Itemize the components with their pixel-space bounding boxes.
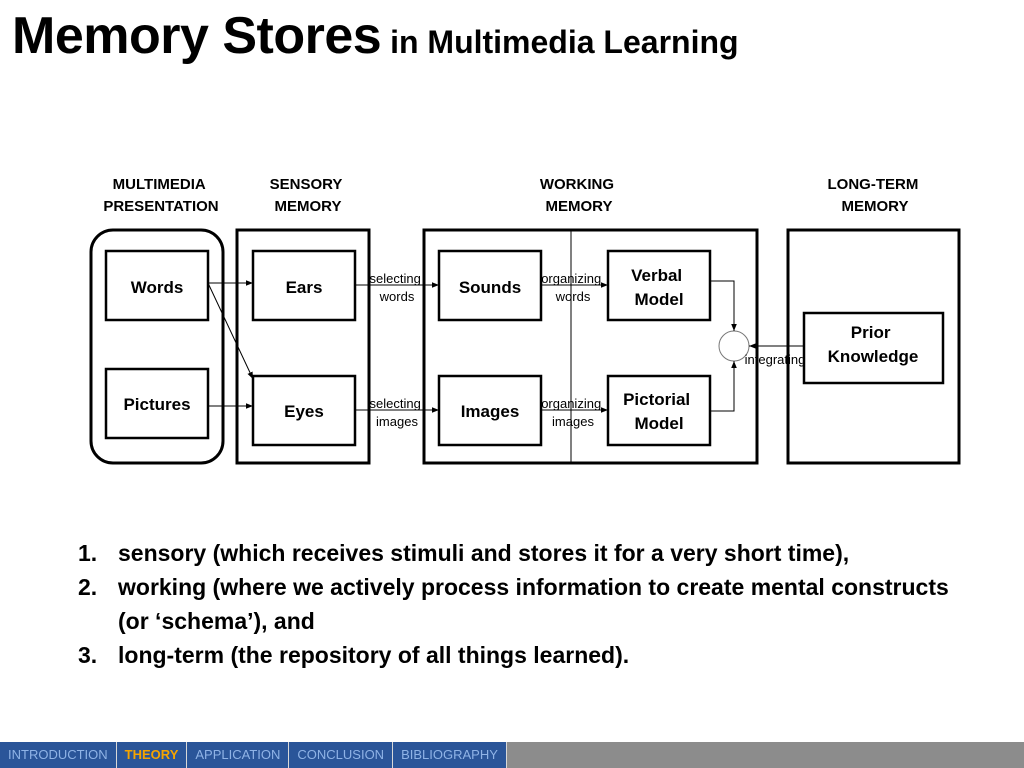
list-item: 1. sensory (which receives stimuli and st… [78,536,968,570]
integrating-label: integrating [745,352,806,367]
verbal-model-box [606,249,712,322]
prior-knowledge-box [802,311,945,385]
nav-tab-theory[interactable]: THEORY [116,742,188,768]
nav-tab-conclusion[interactable]: CONCLUSION [289,742,394,768]
nav-tab-introduction[interactable]: INTRODUCTION [0,742,117,768]
pictures-box [104,367,210,440]
prior-knowledge-label: Prior Knowledge [828,323,919,366]
selecting-images-label: selecting images [370,396,425,429]
arrow-words-to-eyes [207,282,254,380]
flow-arrows [207,280,804,413]
header-sensory-memory: SENSORY MEMORY [270,176,347,215]
images-label: Images [461,402,520,421]
pictures-label: Pictures [123,395,190,414]
slide-title: Memory Stores in Multimedia Learning [12,10,739,62]
arrow-pictorial-to-integration [710,361,737,412]
organizing-words-label: organizing words [541,271,605,304]
sounds-box [437,249,543,322]
list-number: 2. [78,574,98,600]
images-box [437,374,543,447]
memory-stores-list: 1. sensory (which receives stimuli and st… [78,536,968,672]
ears-label: Ears [286,278,323,297]
organizing-images-label: organizing images [541,396,605,429]
list-item: 3. long-term (the repository of all thing… [78,638,968,672]
verbal-model-label: Verbal Model [631,266,687,309]
nav-tab-application[interactable]: APPLICATION [187,742,290,768]
presentation-container [89,228,225,465]
header-working-memory: WORKING MEMORY [540,176,618,215]
list-text: working (where we actively process infor… [118,574,949,634]
nav-tab-bibliography[interactable]: BIBLIOGRAPHY [393,742,507,768]
list-text: sensory (which receives stimuli and stor… [118,540,850,566]
words-box [104,249,210,322]
sensory-memory-container [235,228,371,465]
memory-model-diagram: MULTIMEDIA PRESENTATION SENSORY MEMORY W… [89,176,961,465]
words-label: Words [131,278,184,297]
sounds-label: Sounds [459,278,521,297]
pictorial-model-box [606,374,712,447]
header-long-term-memory: LONG-TERM MEMORY [828,176,923,215]
title-main: Memory Stores [12,7,382,65]
list-item: 2. working (where we actively process inf… [78,570,968,638]
eyes-label: Eyes [284,402,324,421]
list-number: 1. [78,540,98,566]
list-text: long-term (the repository of all things … [118,642,630,668]
pictorial-model-label: Pictorial Model [623,390,695,433]
title-sub: in Multimedia Learning [390,24,739,60]
header-multimedia-presentation: MULTIMEDIA PRESENTATION [103,176,218,215]
arrow-verbal-to-integration [710,280,737,331]
list-number: 3. [78,642,98,668]
selecting-words-label: selecting words [370,271,425,304]
section-nav-bar: INTRODUCTION THEORY APPLICATION CONCLUSI… [0,742,1024,768]
